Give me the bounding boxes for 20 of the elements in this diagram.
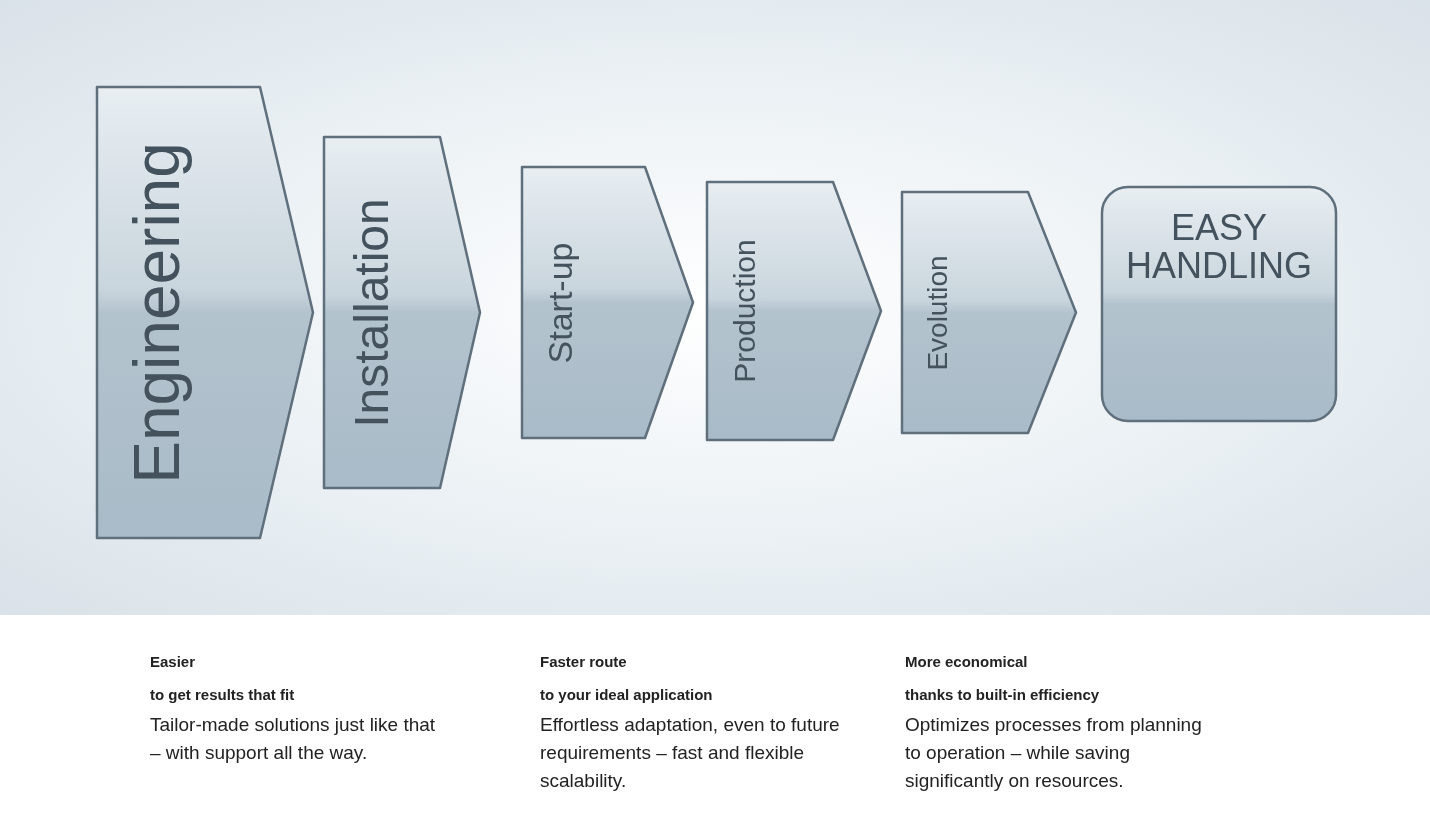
heading: thanks to built-in efficiency: [905, 685, 1101, 705]
description: Effortless adaptation, even to future requirements – fast and flexible scalability.: [540, 713, 840, 793]
box-label: EASY HANDLING: [1125, 209, 1313, 285]
heading: to get results that fit: [150, 685, 296, 705]
stage-label: Evolution: [924, 254, 952, 371]
stage-panel: [95, 85, 315, 540]
heading: to your ideal application: [540, 685, 714, 705]
stage-panel: [520, 165, 695, 440]
description: Tailor-made solutions just like that – with support all the way.: [150, 713, 437, 765]
heading: Easier: [150, 652, 197, 672]
rounded-box: [1100, 185, 1338, 423]
heading: More economical: [905, 652, 1029, 672]
stage-panel: [705, 180, 883, 442]
stage-label: Installation: [348, 197, 396, 428]
stage-label: Start-up: [543, 242, 577, 363]
heading: Faster route: [540, 652, 628, 672]
stage-panel: [900, 190, 1078, 435]
stage-label: Production: [730, 239, 760, 383]
description: Optimizes processes from planning to operation – while saving significantly on resources.: [905, 713, 1203, 793]
stage-panel: [322, 135, 482, 490]
